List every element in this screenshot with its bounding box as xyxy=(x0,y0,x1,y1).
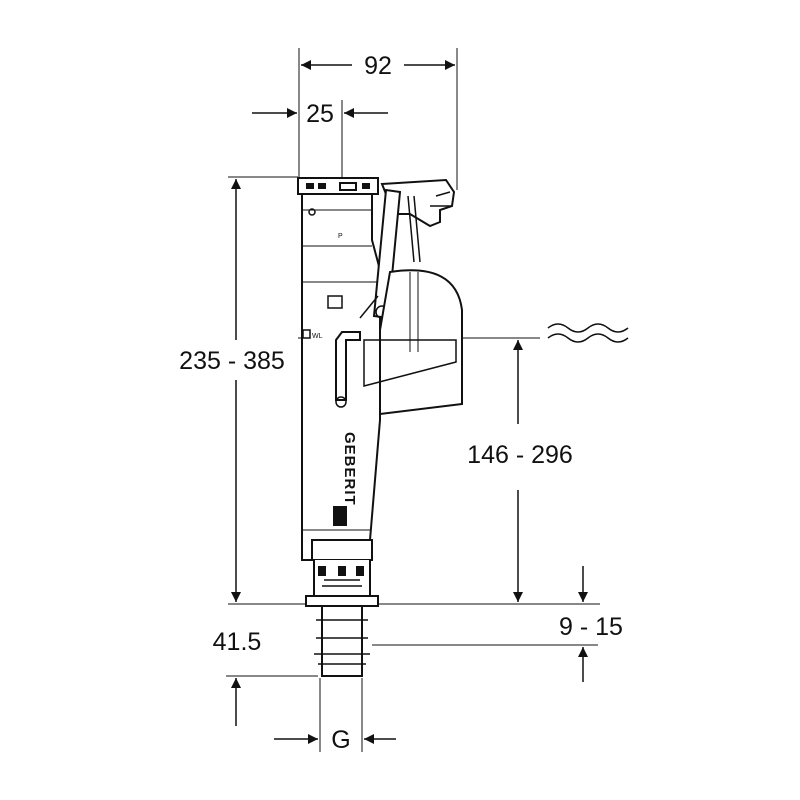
dimension-thread-size: G xyxy=(274,726,396,754)
dimension-label-25: 25 xyxy=(306,100,334,128)
dimension-label-g: G xyxy=(331,726,350,754)
dimension-label-92: 92 xyxy=(364,52,392,80)
float-mark: P xyxy=(338,233,343,240)
wave-icon xyxy=(547,323,629,343)
dimension-water-level-range: 146 - 296 xyxy=(467,340,573,602)
dimension-thread-length: 9 - 15 xyxy=(559,566,623,682)
dimension-label-9-15: 9 - 15 xyxy=(559,613,623,641)
geberit-logo-text: GEBERIT xyxy=(341,432,358,506)
dimension-width-offset: 25 xyxy=(252,100,388,128)
dimension-height-range: 235 - 385 xyxy=(179,179,285,602)
water-level-mark: WL xyxy=(312,333,323,340)
dimension-label-146-296: 146 - 296 xyxy=(467,441,573,469)
fill-valve: P WL xyxy=(297,177,463,677)
dimension-width-total: 92 xyxy=(301,52,455,80)
dimension-label-235-385: 235 - 385 xyxy=(179,347,285,375)
dimension-base-height: 41.5 xyxy=(213,628,262,726)
brand-logo: GEBERIT xyxy=(333,432,358,526)
dimension-label-41-5: 41.5 xyxy=(213,628,262,656)
